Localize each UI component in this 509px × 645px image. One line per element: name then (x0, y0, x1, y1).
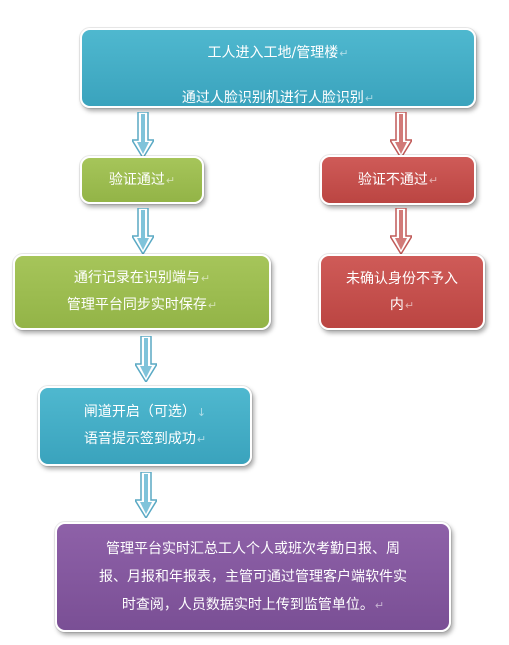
reject-line1: 未确认身份不予入 (346, 270, 458, 287)
gate-node: 闸道开启（可选）↓ 语音提示签到成功↵ (37, 385, 253, 467)
arrow-down-icon (135, 472, 157, 518)
record-node: 通行记录在识别端与↵ 管理平台同步实时保存↵ (12, 253, 272, 331)
pass-node: 验证通过↵ (79, 155, 205, 205)
return-mark-icon: ↵ (165, 173, 176, 187)
return-mark-icon: ↵ (200, 272, 211, 285)
arrow-down-icon (132, 208, 154, 254)
return-mark-icon: ↓ (196, 406, 207, 419)
reject-node: 未确认身份不予入 内↵ (318, 253, 486, 331)
return-mark-icon: ↵ (364, 92, 375, 105)
start-node: 工人进入工地/管理楼↵ 通过人脸识别机进行人脸识别↵ (79, 27, 477, 109)
summary-line3: 时查阅，人员数据实时上传到监管单位。 (121, 596, 374, 613)
return-mark-icon: ↵ (428, 173, 439, 187)
arrow-down-icon (135, 336, 157, 382)
summary-node: 管理平台实时汇总工人个人或班次考勤日报、周 报、月报和年报表，主管可通过管理客户… (54, 521, 452, 633)
pass-label: 验证通过 (108, 171, 165, 188)
reject-line2: 内 (389, 296, 404, 313)
gate-line1: 闸道开启（可选） (83, 404, 196, 420)
return-mark-icon: ↵ (404, 298, 415, 312)
record-line1: 通行记录在识别端与 (73, 270, 200, 286)
return-mark-icon: ↵ (196, 433, 207, 446)
fail-label: 验证不通过 (357, 171, 428, 188)
return-mark-icon: ↵ (207, 299, 218, 312)
arrow-down-icon (132, 112, 154, 158)
arrow-down-icon (390, 112, 412, 158)
start-line1: 工人进入工地/管理楼 (207, 45, 339, 61)
arrow-down-icon (390, 208, 412, 254)
return-mark-icon: ↵ (339, 47, 349, 60)
gate-line2: 语音提示签到成功 (83, 431, 196, 447)
record-line2: 管理平台同步实时保存 (66, 297, 207, 313)
start-line2: 通过人脸识别机进行人脸识别 (181, 90, 364, 106)
summary-line1: 管理平台实时汇总工人个人或班次考勤日报、周 (106, 540, 400, 557)
return-mark-icon: ↵ (374, 598, 385, 612)
summary-line2: 报、月报和年报表，主管可通过管理客户端软件实 (99, 568, 407, 585)
fail-node: 验证不通过↵ (319, 154, 477, 206)
